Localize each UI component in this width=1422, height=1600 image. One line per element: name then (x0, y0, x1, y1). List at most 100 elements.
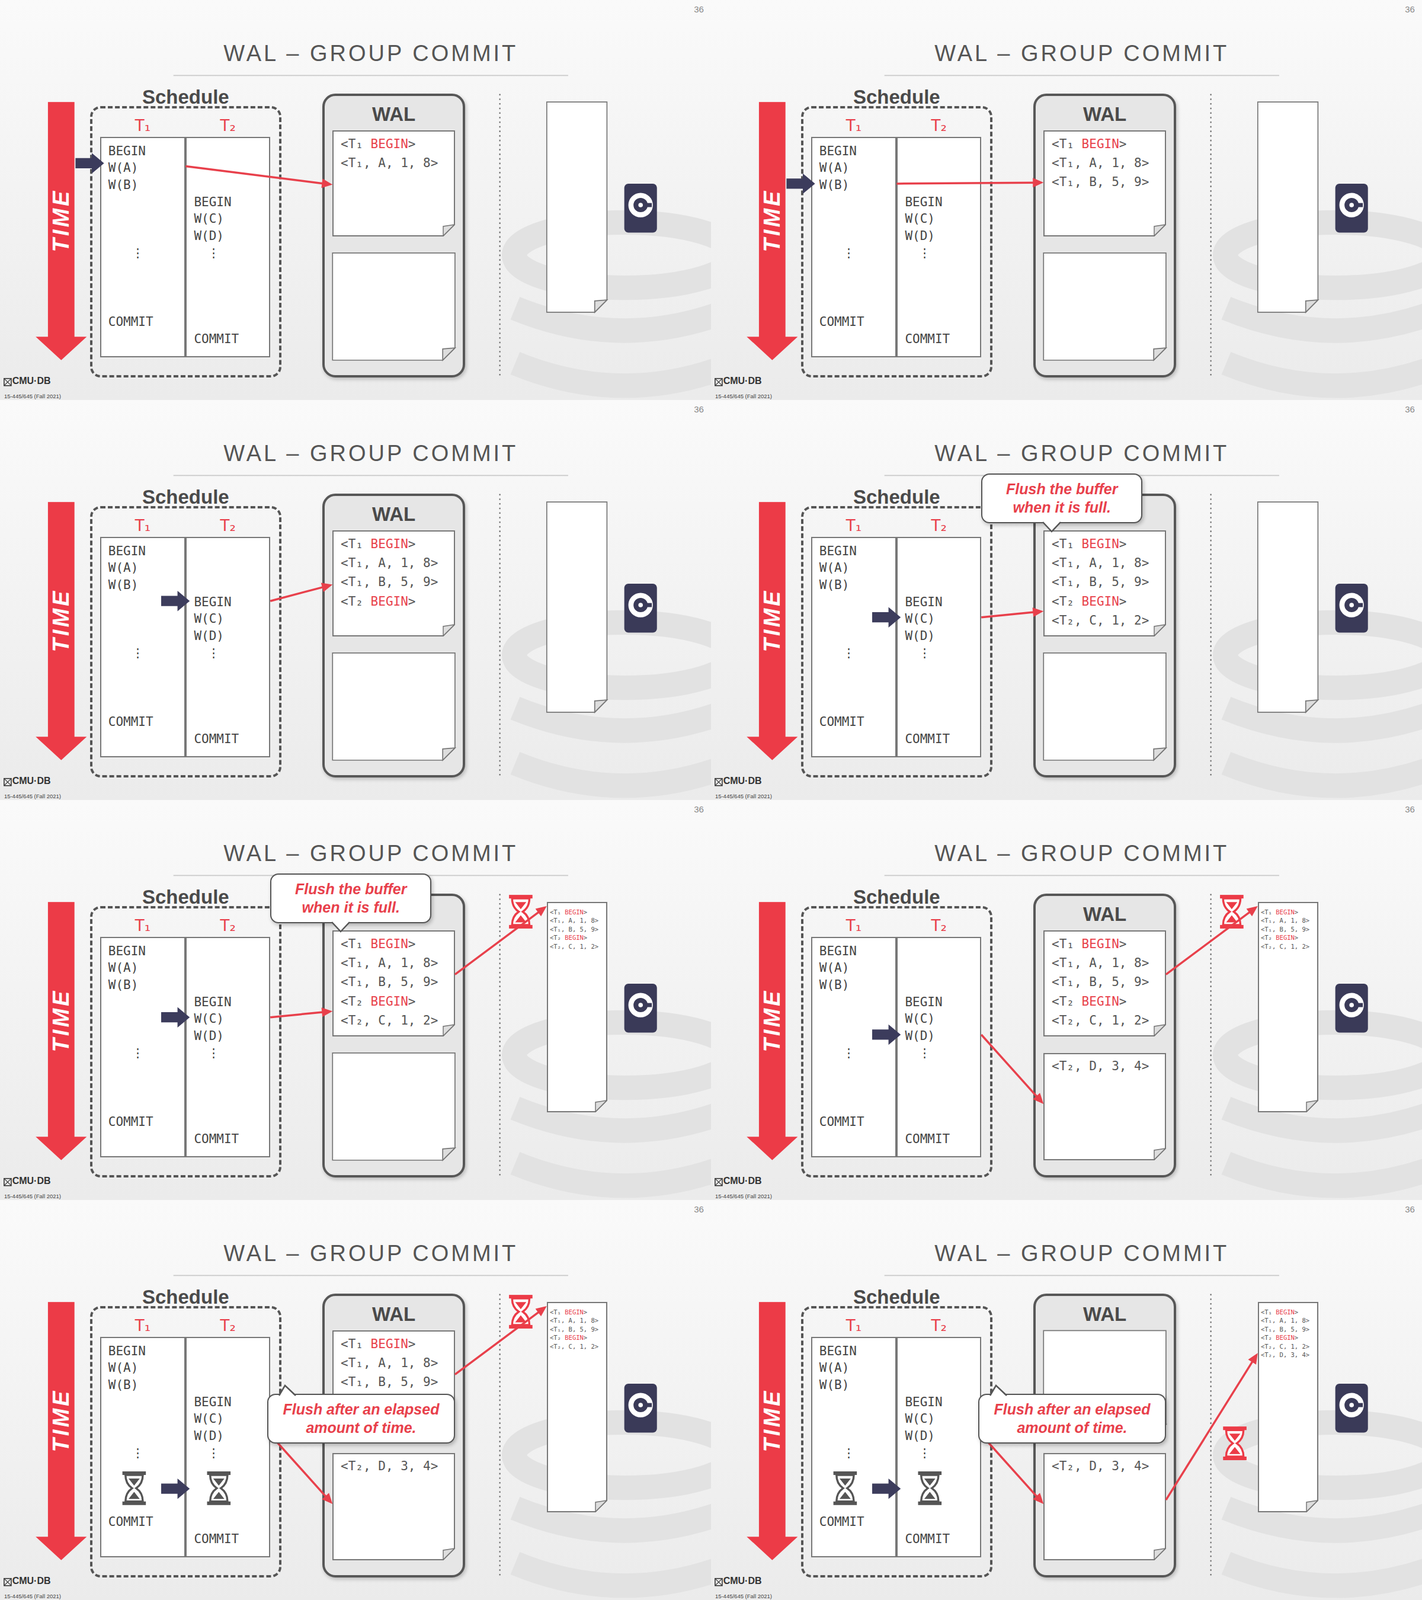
text-slot: W(D) (904, 628, 935, 644)
log-record: <T₁, A, 1, 8> (1051, 155, 1149, 171)
operation: W(C) (904, 211, 935, 226)
cursor-arrow (786, 173, 815, 194)
log-record: <T₁, B, 5, 9> (1260, 925, 1310, 933)
page-number: 36 (693, 4, 704, 15)
log-record: <T₂, C, 1, 2> (1051, 613, 1149, 628)
text-slot: <T₁, A, 1, 8> (1051, 554, 1149, 572)
cursor-arrow (161, 1006, 190, 1027)
text-slot: W(A) (819, 959, 850, 976)
text-slot: T₁ (101, 1316, 185, 1335)
arrow-line (455, 910, 541, 975)
column-label: T₁ (135, 1316, 151, 1335)
arrow-head (1032, 607, 1044, 617)
operation: COMMIT (108, 1514, 154, 1529)
operation: BEGIN (193, 1394, 232, 1409)
course-label: 15-445/645 (Fall 2021) (715, 392, 773, 400)
operation: BEGIN (819, 543, 857, 559)
log-keyword: BEGIN (564, 933, 584, 941)
arrow-head (1032, 1092, 1044, 1104)
box-heading: WAL (372, 103, 416, 126)
text-slot: W(A) (108, 1359, 139, 1376)
text-slot: W(C) (193, 210, 224, 227)
operation: BEGIN (108, 543, 146, 559)
time-axis-label: TIME (760, 588, 784, 652)
text-slot: T₂ (186, 516, 269, 535)
log-record: <T₁, A, 1, 8> (340, 155, 438, 171)
logo-text: CMU·DB (723, 375, 762, 386)
operation: BEGIN (108, 943, 146, 959)
log-record: <T₁ BEGIN> (340, 136, 416, 152)
text-slot: <T₂, D, 3, 4> (1051, 1457, 1149, 1475)
text-slot: T₁ (812, 1316, 896, 1335)
operation: W(C) (904, 1011, 935, 1026)
slide-title: WAL – GROUP COMMIT (934, 440, 1229, 466)
text-slot: TIME (772, 220, 836, 245)
text-slot: CMU·DB (723, 775, 762, 787)
text-slot: W(D) (904, 1027, 935, 1044)
text-slot: <T₂, C, 1, 2> (1051, 612, 1149, 629)
log-record: <T₂, C, 1, 2> (1260, 942, 1310, 950)
text-slot: COMMIT (904, 731, 950, 747)
operation: COMMIT (108, 1114, 154, 1129)
text-slot: Schedule (92, 885, 280, 909)
hourglass-icon (122, 1471, 147, 1505)
text-slot: WAL – GROUP COMMIT (173, 1240, 569, 1267)
text-slot: <T₂ BEGIN> (1051, 993, 1127, 1010)
empty-log-page (1043, 252, 1167, 361)
log-record: <T₂, C, 1, 2> (1260, 1342, 1310, 1350)
log-record: <T₁, B, 5, 9> (1260, 1325, 1310, 1333)
text-slot: <T₂, C, 1, 2> (1260, 1340, 1310, 1351)
text-slot: COMMIT (108, 713, 154, 730)
page-outline (546, 901, 608, 1113)
text-slot: <T₁ BEGIN> (1260, 1305, 1299, 1317)
text-slot: W(C) (904, 610, 935, 627)
text-slot: W(D) (904, 228, 935, 244)
log-record: <T₁, A, 1, 8> (1260, 916, 1310, 924)
column-label: T₁ (135, 916, 151, 935)
slide-furniture (715, 875, 1369, 1185)
time-axis-label: TIME (49, 588, 73, 652)
arrow-head (1032, 177, 1044, 188)
flow-arrow (1166, 905, 1258, 975)
operation: BEGIN (819, 1343, 857, 1359)
column-label: T₂ (220, 116, 236, 135)
log-keyword: BEGIN (1275, 908, 1295, 916)
operation: BEGIN (193, 994, 232, 1010)
text-slot: COMMIT (193, 1531, 239, 1547)
text-slot: ⋮ (131, 645, 144, 661)
operation: ⋮ (918, 645, 931, 661)
text-slot: T₂ (897, 1316, 980, 1335)
log-keyword: BEGIN (1081, 136, 1120, 152)
slide-decor (4, 875, 658, 1185)
slide-panel: WAL – GROUP COMMITScheduleT₁BEGINW(A)W(B… (711, 799, 1422, 1200)
text-slot: W(A) (819, 159, 850, 176)
flow-arrow (270, 582, 333, 601)
log-keyword: BEGIN (1275, 1333, 1295, 1341)
text-slot: T₂ (186, 116, 269, 135)
text-slot: <T₁ BEGIN> (340, 935, 416, 953)
text-slot: <T₁ BEGIN> (340, 1335, 416, 1353)
text-slot: <T₁, B, 5, 9> (549, 923, 599, 934)
empty-disk-page (546, 501, 608, 713)
text-slot: <T₁, B, 5, 9> (340, 973, 438, 991)
log-page: <T₂, D, 3, 4> (1043, 1052, 1167, 1161)
column-label: T₁ (846, 1316, 862, 1335)
arrow-line (270, 586, 325, 601)
operation: W(A) (819, 1360, 850, 1375)
log-keyword: BEGIN (1081, 536, 1120, 552)
text-slot: <T₁ BEGIN> (1051, 135, 1127, 153)
callout-bubble: Flush the buffer when it is full. (981, 473, 1143, 524)
text-slot: T₁ (812, 116, 896, 135)
log-keyword: BEGIN (1081, 936, 1120, 951)
slide-decor (715, 475, 1369, 786)
arrow-head (1032, 1492, 1044, 1504)
text-slot: 36 (1363, 1203, 1415, 1215)
slide-furniture (4, 475, 658, 786)
text-slot: BEGIN (108, 543, 146, 559)
log-record: <T₂ BEGIN> (549, 933, 588, 941)
text-slot: W(A) (108, 159, 139, 176)
operation: W(A) (108, 160, 139, 175)
slide-furniture (715, 475, 1369, 786)
time-axis-label: TIME (49, 988, 73, 1052)
callout-bubble: Flush the buffer when it is full. (270, 873, 432, 924)
